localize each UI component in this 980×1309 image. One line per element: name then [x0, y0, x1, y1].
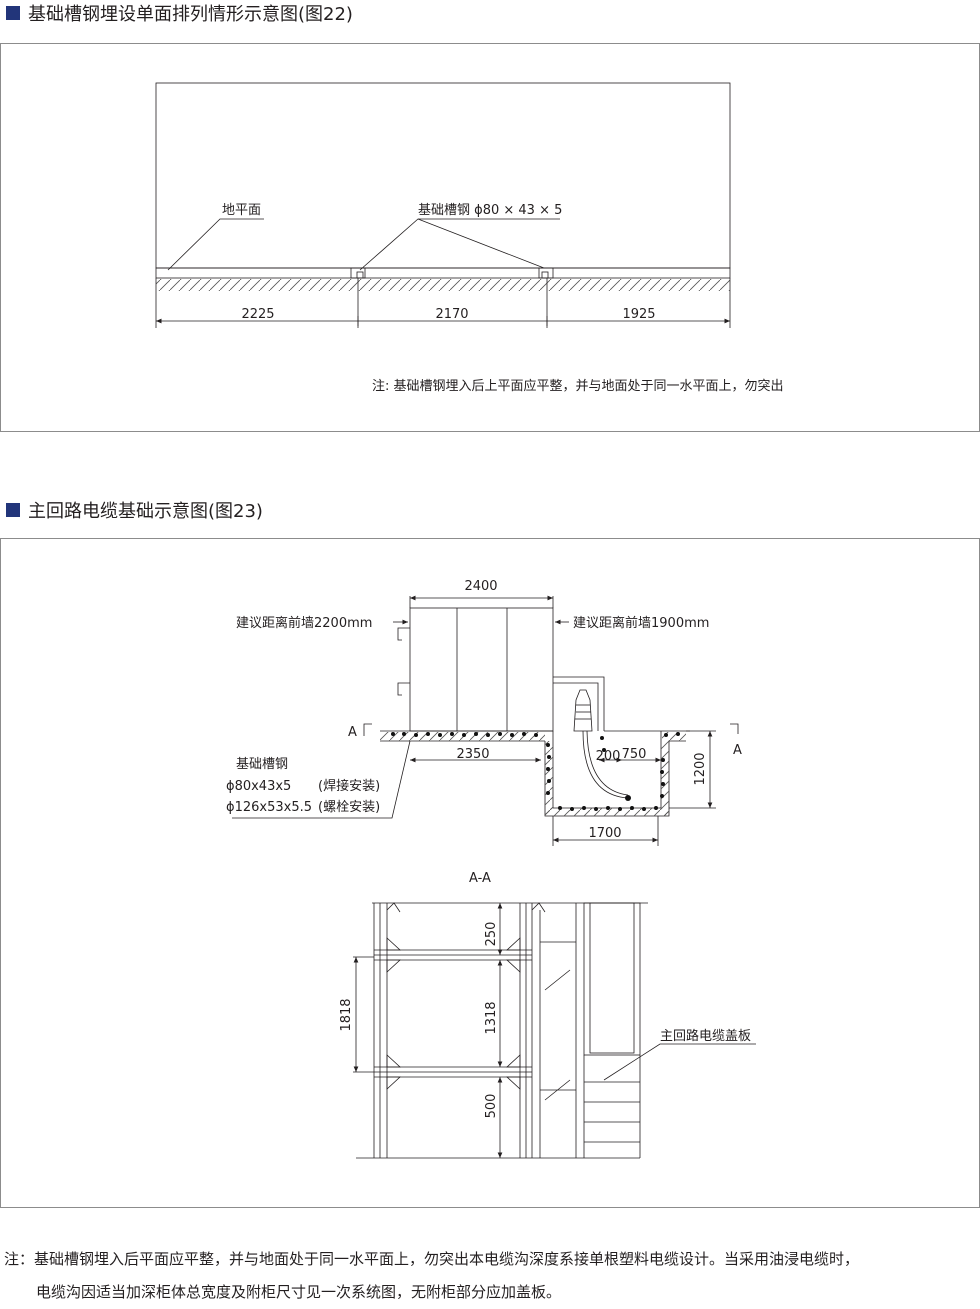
fig22-drawing — [155, 82, 731, 328]
section-aa-plan — [353, 902, 756, 1159]
channel-spec-1: ϕ80x43x5 — [226, 779, 291, 794]
dim-2400: 2400 — [464, 579, 497, 594]
ground-plane — [155, 267, 731, 279]
channel-spec-2: ϕ126x53x5.5 — [226, 800, 312, 815]
channel-method-1: (焊接安装) — [318, 778, 380, 794]
leader-channel-2 — [417, 218, 545, 269]
dim-1925: 1925 — [622, 307, 655, 322]
trench-hatch-bottom — [545, 808, 669, 816]
label-channel-steel: 基础槽钢 ϕ80 × 43 × 5 — [418, 203, 562, 218]
section-mark-a-left: A — [348, 725, 357, 740]
dim-200: 200 — [596, 749, 621, 764]
label-ground: 地平面 — [222, 203, 261, 218]
aux-cabinet — [553, 676, 605, 731]
dim-500: 500 — [484, 1094, 499, 1119]
dim-1700: 1700 — [588, 826, 621, 841]
fig23-heading: 主回路电缆基础示意图(图23) — [6, 497, 263, 523]
floor-hatch-right — [662, 732, 686, 741]
dim-750: 750 — [622, 747, 647, 762]
ground-hatch — [156, 279, 730, 291]
fig23-elevation — [232, 595, 739, 846]
trench-hatch-right — [661, 741, 669, 816]
cabinet-block — [409, 607, 554, 732]
channel-steel-right — [538, 267, 554, 279]
dim-2350: 2350 — [456, 747, 489, 762]
fig22-note: 注: 基础槽钢埋入后上平面应平整，并与地面处于同一水平面上，勿突出 — [372, 378, 784, 394]
label-cover-plate: 主回路电缆盖板 — [660, 1028, 751, 1044]
cable-trench — [552, 731, 662, 809]
trench-hatch-left — [545, 741, 553, 816]
square-bullet-icon — [6, 503, 20, 517]
dim-1200: 1200 — [693, 752, 708, 785]
channel-steel-mid — [356, 271, 364, 279]
fig23-heading-text: 主回路电缆基础示意图(图23) — [28, 501, 263, 522]
bottom-note-line1: 注：基础槽钢埋入后平面应平整，并与地面处于同一水平面上，勿突出本电缆沟深度系接单… — [4, 1250, 860, 1268]
label-front-wall-left: 建议距离前墙2200mm — [236, 615, 372, 631]
bottom-note-line2: 电缆沟因适当加深柜体总宽度及附柜尺寸见一次系统图，无附柜部分应加盖板。 — [36, 1283, 562, 1301]
floor-hatch-left — [380, 732, 545, 741]
cover-plate — [583, 902, 641, 1056]
channel-title: 基础槽钢 — [236, 757, 288, 772]
bottom-note: 注：基础槽钢埋入后平面应平整，并与地面处于同一水平面上，勿突出本电缆沟深度系接单… — [4, 1243, 859, 1309]
leader-ground — [167, 218, 264, 271]
square-bullet-icon — [6, 6, 20, 20]
dim-1318: 1318 — [484, 1001, 499, 1034]
channel-steel-right-inner — [541, 271, 549, 279]
cabinet-row-outline — [155, 82, 731, 269]
channel-method-2: (螺栓安装) — [318, 800, 380, 815]
section-title: A-A — [469, 871, 491, 886]
dim-250: 250 — [484, 922, 499, 947]
dim-1818: 1818 — [339, 998, 354, 1031]
section-mark-a-right: A — [733, 743, 742, 758]
dim-2170: 2170 — [435, 307, 468, 322]
label-front-wall-right: 建议距离前墙1900mm — [573, 615, 709, 631]
cable — [582, 730, 629, 799]
fig22-heading-text: 基础槽钢埋设单面排列情形示意图(图22) — [28, 4, 353, 25]
dim-2225: 2225 — [241, 307, 274, 322]
fig22-heading: 基础槽钢埋设单面排列情形示意图(图22) — [6, 0, 353, 26]
concrete-dots — [391, 732, 680, 811]
cable-termination — [573, 689, 593, 732]
